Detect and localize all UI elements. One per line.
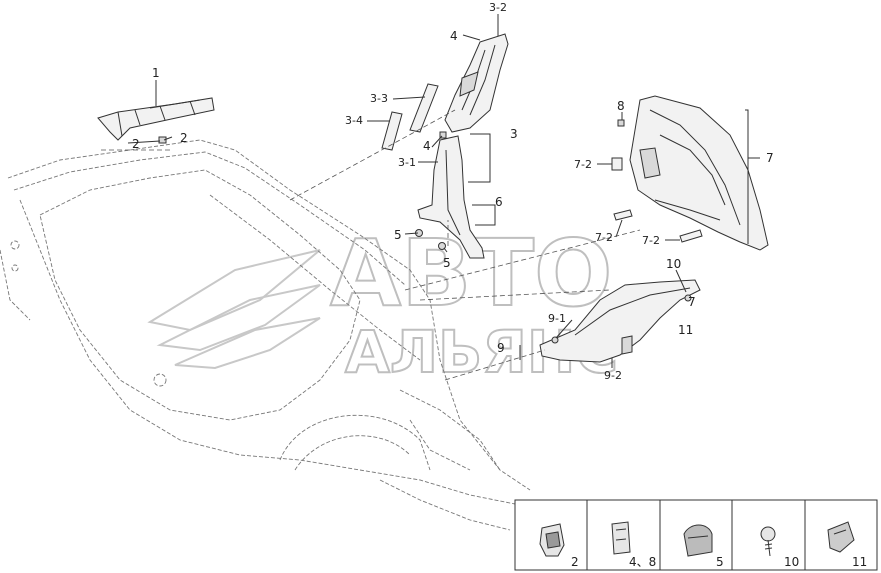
clip-icon (539, 523, 565, 557)
label-3-3: 3-3 (370, 92, 388, 105)
part-3-1-pillar-lower (417, 135, 485, 259)
fastener-legend: 2 4、8 5 10 11 (514, 499, 878, 571)
fasteners (158, 119, 703, 344)
label-3: 3 (510, 127, 518, 141)
label-7-2c: 7-2 (642, 234, 660, 247)
label-4b: 4 (423, 139, 431, 153)
label-3-2: 3-2 (489, 1, 507, 14)
label-9: 9 (497, 341, 505, 355)
part-3-2-pillar-upper (444, 33, 509, 133)
screw-icon (760, 526, 776, 557)
leader-lines (100, 14, 760, 381)
label-6: 6 (495, 195, 503, 209)
part-7-quarter-trim (629, 95, 769, 251)
legend-label-3: 10 (784, 555, 799, 569)
watermark: АВТО АЛЬЯНС (147, 219, 619, 387)
label-7-2b: 7-2 (595, 231, 613, 244)
label-3-1: 3-1 (398, 156, 416, 169)
label-7b: 7 (688, 295, 696, 309)
bracket-clip-icon (611, 521, 631, 555)
legend-label-1: 4、8 (629, 555, 656, 569)
part-3-4-strip (381, 111, 403, 151)
label-2b: 2 (180, 131, 188, 145)
label-11: 11 (678, 323, 693, 337)
label-1: 1 (152, 66, 160, 80)
cap-clip-icon (683, 524, 713, 557)
label-5b: 5 (443, 256, 451, 270)
watermark-logo (147, 249, 321, 370)
label-9-2: 9-2 (604, 369, 622, 382)
part-1-roof-trim (97, 97, 215, 141)
part-9-lower-trim (539, 279, 701, 363)
label-3-4: 3-4 (345, 114, 363, 127)
label-7: 7 (766, 151, 774, 165)
callouts: 1 2 2 3-2 4 3-3 3-4 3 4 3-1 6 5 5 8 7 7-… (132, 1, 774, 382)
label-5a: 5 (394, 228, 402, 242)
legend-label-2: 5 (716, 555, 724, 569)
push-clip-icon (827, 521, 855, 553)
label-9-1: 9-1 (548, 312, 566, 325)
label-8: 8 (617, 99, 625, 113)
part-3-3-strip (409, 83, 439, 133)
legend-label-4: 11 (852, 555, 867, 569)
car-body-side (0, 139, 531, 531)
legend-label-0: 2 (571, 555, 579, 569)
label-4a: 4 (450, 29, 458, 43)
label-2a: 2 (132, 137, 140, 151)
label-7-2a: 7-2 (574, 158, 592, 171)
label-10: 10 (666, 257, 681, 271)
